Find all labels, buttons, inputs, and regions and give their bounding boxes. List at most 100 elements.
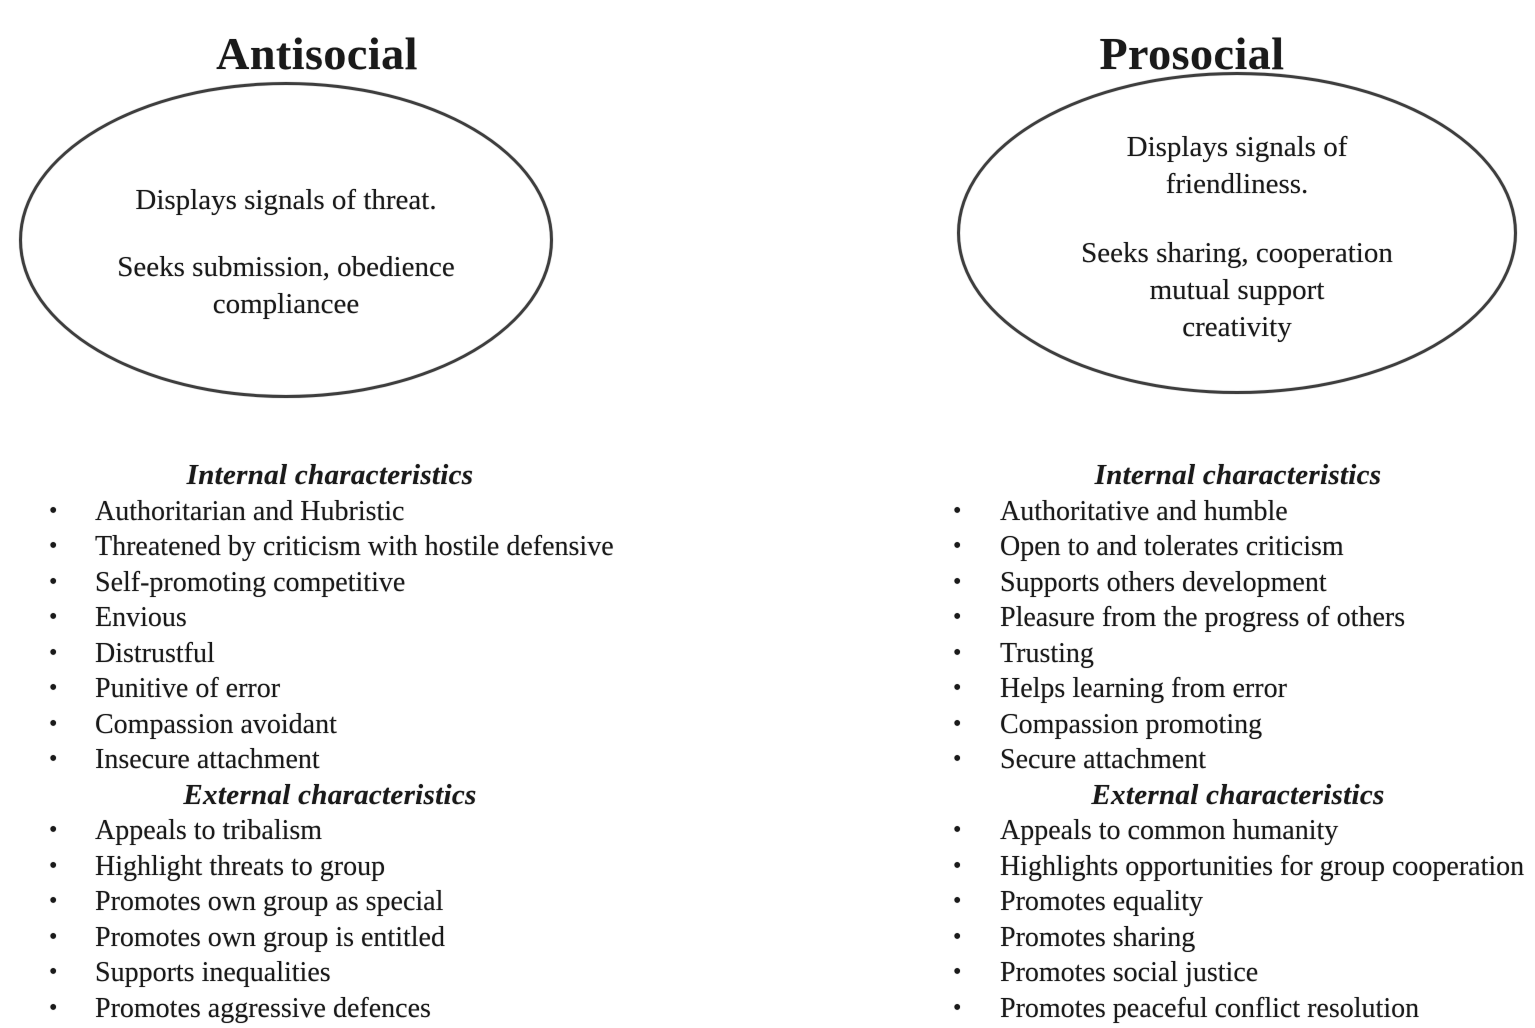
bullet-icon: • [49, 675, 58, 701]
list-item: • Open to and tolerates criticism [953, 529, 1523, 565]
list-item: • Insecure attachment [49, 742, 611, 778]
list-item-label: Punitive of error [95, 673, 281, 704]
prosocial-external-list: • Appeals to common humanity • Highlights … [953, 813, 1525, 1027]
list-item: •Authoritarian and Hubristic [49, 494, 611, 530]
list-item: • Threatened by criticism with hostile de… [49, 529, 614, 565]
antisocial-internal-heading: Internal characteristics [186, 459, 474, 491]
list-item-label: Promotes sharing [1000, 921, 1196, 953]
antisocial-ellipse-text-2: Seeks submission, obedience compliancee [117, 250, 455, 320]
list-item-label: Appeals to tribalism [95, 815, 323, 846]
list-item-label: Compassion avoidant [95, 708, 337, 740]
prosocial-characteristics: Internal characteristics • Authoritative … [953, 458, 1525, 1027]
bullet-icon: • [953, 710, 962, 737]
list-item-label: Self-promoting competitive [95, 566, 406, 598]
bullet-icon: • [49, 497, 58, 524]
bullet-icon: • [49, 817, 58, 843]
list-item-label: Open to and tolerates criticism [1000, 531, 1344, 562]
bullet-icon: • [953, 994, 962, 1021]
list-item: • Compassion avoidant [49, 707, 611, 743]
list-item-label: Supports inequalities [95, 957, 331, 988]
list-item-label: Secure attachment [1000, 744, 1207, 775]
list-item-label: Highlights opportunities for group coope… [1000, 850, 1525, 882]
list-item-label: Promotes equality [1000, 886, 1203, 917]
list-item: • Distrustful [49, 636, 611, 672]
list-item-label: Trusting [1000, 637, 1094, 669]
list-item-label: Insecure attachment [95, 744, 320, 775]
list-item-label: Threatened by criticism with hostile def… [95, 531, 614, 562]
list-item: • Promotes own group is entitled [49, 920, 611, 956]
prosocial-ellipse: Displays signals of friendliness. Seeks … [957, 72, 1517, 394]
bullet-icon: • [953, 568, 962, 595]
list-item: • Compassion promoting [953, 707, 1523, 743]
list-item: • Promotes social justice [953, 955, 1523, 991]
list-item-label: Authoritative and humble [1000, 495, 1288, 527]
list-item-label: Promotes peaceful conflict resolution [1000, 992, 1420, 1024]
list-item: • Highlight threats to group [49, 849, 611, 885]
list-item: • Pleasure from the progress of others [953, 600, 1523, 636]
bullet-icon: • [953, 746, 962, 772]
list-item: • Punitive of error [49, 671, 611, 707]
list-item-label: Supports others development [1000, 566, 1327, 598]
list-item: • Helps learning from error [953, 671, 1523, 707]
list-item: • Promotes peaceful conflict resolution [953, 991, 1523, 1027]
bullet-icon: • [49, 533, 58, 559]
prosocial-internal-list: • Authoritative and humble • Open to and t… [953, 494, 1523, 778]
list-item: • Self-promoting competitive [49, 565, 611, 601]
prosocial-ellipse-text-2: Seeks sharing, cooperation mutual suppor… [1081, 237, 1393, 343]
list-item: • Secure attachment [953, 742, 1523, 778]
bullet-icon: • [953, 533, 962, 559]
prosocial-external-heading: External characteristics [1091, 778, 1385, 811]
list-item-label: Promotes aggressive defences [95, 992, 431, 1024]
prosocial-title: Prosocial [1099, 27, 1285, 79]
bullet-icon: • [49, 923, 58, 950]
list-item: • Promotes sharing [953, 920, 1523, 956]
list-item-label: Helps learning from error [1000, 673, 1287, 704]
list-item-label: Promotes own group as special [95, 886, 444, 917]
bullet-icon: • [49, 604, 58, 630]
bullet-icon: • [953, 639, 962, 666]
antisocial-external-list: • Appeals to tribalism • Highlight threats… [49, 813, 611, 1026]
bullet-icon: • [953, 817, 962, 843]
antisocial-internal-list: •Authoritarian and Hubristic • Threatened… [49, 494, 614, 778]
list-item: • Promotes aggressive defences [49, 991, 611, 1027]
list-item-label: Distrustful [95, 637, 215, 669]
bullet-icon: • [953, 675, 962, 701]
list-item: • Envious [49, 600, 611, 636]
antisocial-external-heading: External characteristics [183, 778, 477, 811]
list-item-label: Compassion promoting [1000, 708, 1263, 740]
prosocial-internal-heading: Internal characteristics [1094, 459, 1382, 491]
list-item: • Highlights opportunities for group coop… [953, 849, 1525, 885]
list-item: • Appeals to tribalism [49, 813, 611, 849]
list-item-label: Pleasure from the progress of others [1000, 602, 1406, 633]
bullet-icon: • [953, 852, 962, 879]
bullet-icon: • [49, 710, 58, 737]
bullet-icon: • [953, 923, 962, 950]
list-item: • Appeals to common humanity [953, 813, 1523, 849]
list-item: • Supports others development [953, 565, 1523, 601]
list-item-label: Envious [95, 602, 187, 633]
list-item: • Trusting [953, 636, 1523, 672]
antisocial-characteristics: Internal characteristics •Authoritarian … [49, 458, 614, 1026]
antisocial-ellipse-text-1: Displays signals of threat. [135, 183, 437, 216]
list-item: •Supports inequalities [49, 955, 611, 991]
bullet-icon: • [953, 497, 962, 524]
antisocial-ellipse: Displays signals of threat. Seeks submis… [19, 82, 553, 398]
list-item-label: Promotes own group is entitled [95, 921, 445, 953]
list-item: • Authoritative and humble [953, 494, 1523, 530]
bullet-icon: • [953, 888, 962, 914]
bullet-icon: • [49, 639, 58, 666]
list-item-label: Appeals to common humanity [1000, 815, 1339, 846]
list-item-label: Highlight threats to group [95, 850, 386, 882]
antisocial-title: Antisocial [216, 27, 418, 79]
bullet-icon: • [49, 888, 58, 914]
bullet-icon: • [953, 604, 962, 630]
list-item-label: Promotes social justice [1000, 957, 1259, 988]
bullet-icon: • [49, 994, 58, 1021]
prosocial-ellipse-text-1: Displays signals of friendliness. [1126, 131, 1348, 200]
list-item: • Promotes own group as special [49, 884, 611, 920]
bullet-icon: • [49, 852, 58, 879]
bullet-icon: • [49, 746, 58, 772]
bullet-icon: • [49, 568, 58, 595]
bullet-icon: • [953, 959, 962, 985]
